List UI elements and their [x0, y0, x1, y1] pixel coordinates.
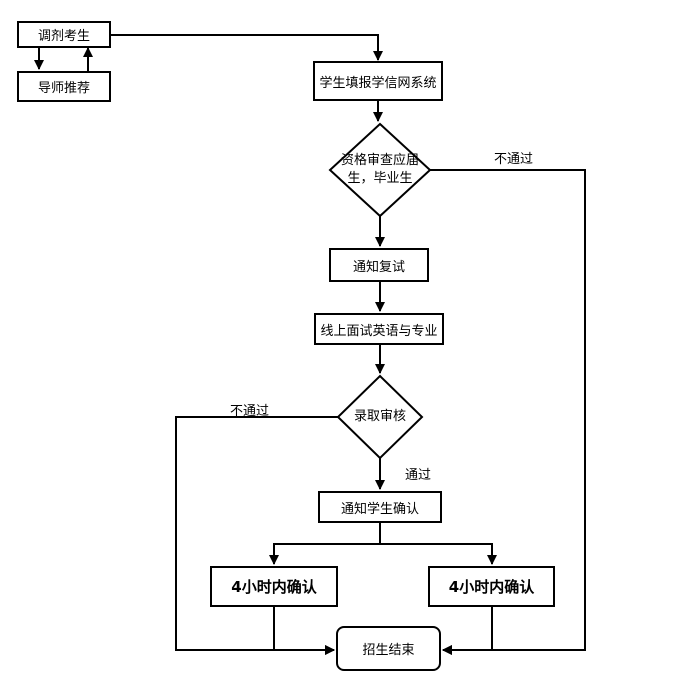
- node-fushi: 通知复试: [329, 248, 429, 282]
- edge-tiaoji-to-tianbao: [111, 34, 383, 61]
- node-end: 招生结束: [336, 626, 441, 671]
- node-tianbao: 学生填报学信网系统: [313, 61, 443, 101]
- node-right-confirm: 4小时内确认: [428, 566, 555, 607]
- edge-right-confirm-to-end: [442, 607, 493, 655]
- node-queren: 通知学生确认: [318, 491, 442, 523]
- zige-line1: 资格审查应届: [340, 153, 419, 168]
- label-zige-fail: 不通过: [494, 152, 534, 167]
- node-zige-text: 资格审查应届 生，毕业生: [335, 152, 425, 188]
- node-daoshi: 导师推荐: [17, 71, 111, 102]
- label-luqu-pass: 通过: [405, 468, 432, 483]
- node-tiaoji: 调剂考生: [17, 21, 111, 48]
- edge-left-confirm-to-end: [273, 607, 335, 655]
- node-luqu-text: 录取审核: [353, 409, 406, 424]
- label-luqu-fail: 不通过: [230, 404, 270, 419]
- node-mianshi: 线上面试英语与专业: [314, 313, 444, 345]
- edge-luqu-fail-to-end: [175, 416, 338, 655]
- edge-queren-split: [269, 523, 381, 565]
- node-left-confirm: 4小时内确认: [210, 566, 338, 607]
- edge-queren-split-right: [380, 543, 497, 565]
- edge-zige-fail-to-end: [430, 169, 586, 655]
- zige-line2: 生，毕业生: [347, 171, 413, 186]
